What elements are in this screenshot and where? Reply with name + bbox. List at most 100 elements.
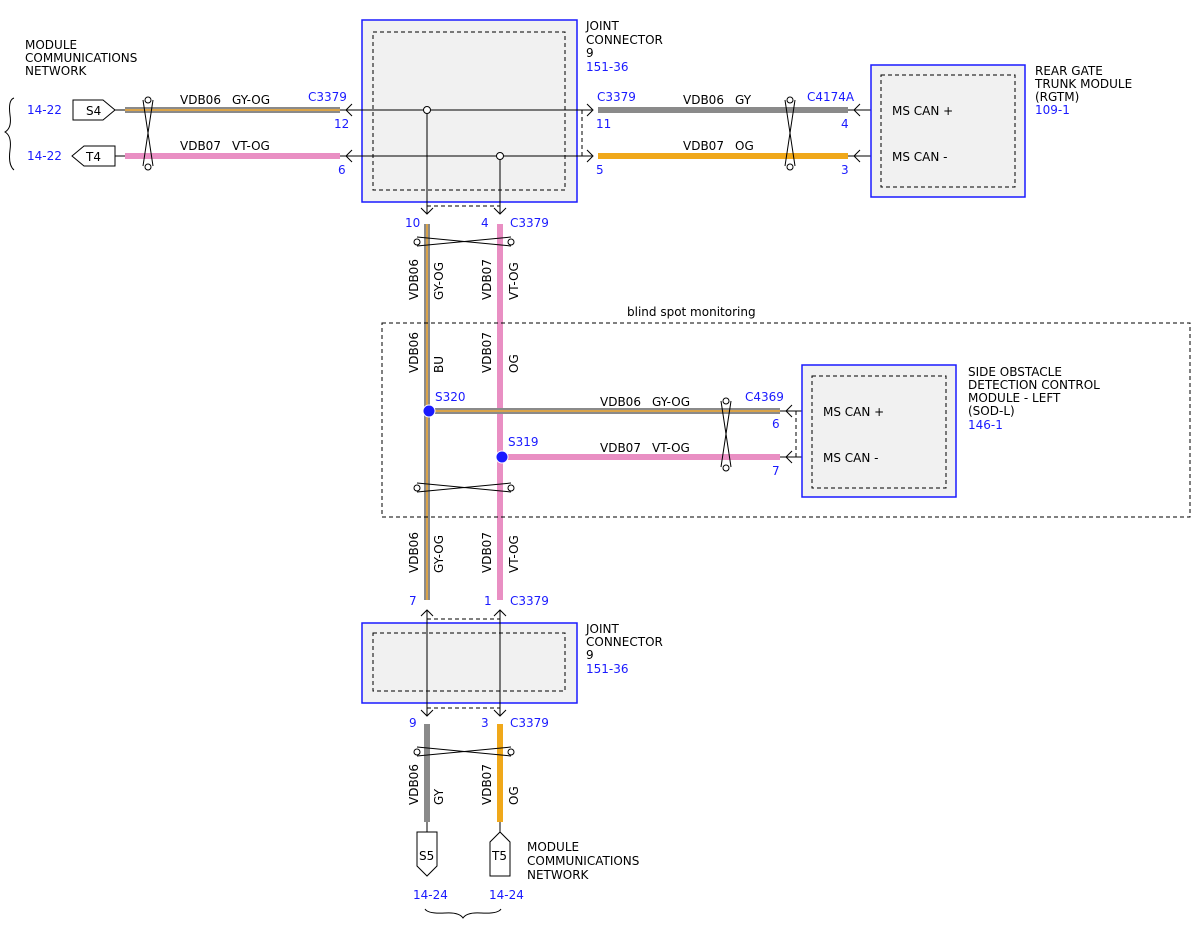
s4-label: S4 [86,104,101,118]
sod-pin-minus-label: MS CAN - [823,451,879,465]
wire-label-vdb06-v3: VDB06 [407,532,421,573]
jc-top-ref[interactable]: 151-36 [586,60,629,74]
jc-bottom-ref[interactable]: 151-36 [586,662,629,676]
mcn-bottom-line1: MODULE [527,840,579,854]
wire-label-vdb06-top-left: VDB06 [180,93,221,107]
rgtm-title-line1: REAR GATE [1035,64,1103,78]
twist-sod-knot-b [722,464,730,472]
wire-label-vdb07-sod: VDB07 [600,441,641,455]
connector-c3379-bottom[interactable]: C3379 [510,716,549,730]
pin-7[interactable]: 7 [409,594,417,608]
pin-3-rgtm[interactable]: 3 [841,163,849,177]
rgtm-title-line3: (RGTM) [1035,90,1079,104]
pin-4-rgtm[interactable]: 4 [841,117,849,131]
splice-s320-label[interactable]: S320 [435,390,466,404]
sod-title-line2: DETECTION CONTROL [968,378,1100,392]
rgtm-title-line2: TRUNK MODULE [1034,77,1132,91]
joint-connector-bottom-inner [372,632,566,692]
twist-bottom [416,746,512,757]
sod-ref[interactable]: 146-1 [968,418,1003,432]
connector-c3379-top-right[interactable]: C3379 [597,90,636,104]
wire-color-vt-og-sod: VT-OG [652,441,690,455]
rgtm-module[interactable] [870,64,1026,198]
twist-vertical-lower [416,482,512,493]
wire-color-vt-og-v3: VT-OG [507,535,521,573]
connector-c4369[interactable]: C4369 [745,390,784,404]
sod-title-line1: SIDE OBSTACLE [968,365,1062,379]
pin-7-sod[interactable]: 7 [772,464,780,478]
pin-6[interactable]: 6 [338,163,346,177]
wire-label-vdb07-v2: VDB07 [480,332,494,373]
wire-color-og-top-right: OG [735,139,754,153]
jc-top-node-vdb06 [423,106,431,114]
jc-top-line1: JOINT [585,19,620,33]
t5-label: T5 [491,849,507,863]
twist-top-right-knot-b [786,163,794,171]
ref-t5[interactable]: 14-24 [489,888,524,902]
wire-label-vdb07-v4: VDB07 [480,764,494,805]
jc-bottom-line3: 9 [586,648,594,662]
wire-label-vdb06-v2: VDB06 [407,332,421,373]
twist-vertical-lower-knot-a [413,484,421,492]
twist-vertical-upper [416,236,512,247]
twist-top-right [784,99,796,167]
sod-pin-plus-label: MS CAN + [823,405,884,419]
pin-6-sod[interactable]: 6 [772,417,780,431]
wire-color-bu-v2: BU [432,356,446,373]
sod-l-module[interactable] [801,364,957,498]
ref-t4[interactable]: 14-22 [27,149,62,163]
t4-tag[interactable] [71,145,116,167]
splice-s319[interactable] [495,450,509,464]
pin-12[interactable]: 12 [334,117,349,131]
joint-connector-bottom[interactable] [361,622,578,704]
twist-bottom-knot-b [507,748,515,756]
wire-color-gy-og-top-left: GY-OG [232,93,270,107]
s5-label: S5 [419,849,434,863]
sod-l-module-inner [811,375,947,489]
pin-3[interactable]: 3 [481,716,489,730]
pin-10[interactable]: 10 [405,216,420,230]
rgtm-ref[interactable]: 109-1 [1035,103,1070,117]
splice-s319-label[interactable]: S319 [508,435,539,449]
twist-top-left [142,99,154,167]
wire-label-vdb07-v1: VDB07 [480,259,494,300]
connector-c3379-top-left[interactable]: C3379 [308,90,347,104]
jc-top-node-vdb07 [496,152,504,160]
sod-title-line4: (SOD-L) [968,404,1015,418]
twist-vertical-lower-knot-b [507,484,515,492]
rgtm-module-inner [880,74,1016,188]
arrow-pin-10 [420,207,434,215]
wire-label-vdb06-v1: VDB06 [407,259,421,300]
jc-top-line3: 9 [586,46,594,60]
twist-top-left-knot-b [144,163,152,171]
pin-11[interactable]: 11 [596,117,611,131]
jc-bottom-line1: JOINT [585,622,620,636]
joint-connector-top[interactable] [361,19,578,203]
pin-4[interactable]: 4 [481,216,489,230]
splice-s320[interactable] [422,404,436,418]
wire-label-vdb07-top-left: VDB07 [180,139,221,153]
s5-tag[interactable] [416,831,438,877]
wire-label-vdb06-v4: VDB06 [407,764,421,805]
pin-5[interactable]: 5 [596,163,604,177]
twist-vertical-upper-knot-b [507,238,515,246]
wire-color-og-v2: OG [507,354,521,373]
connector-c3379-mid-bottom[interactable]: C3379 [510,594,549,608]
mcn-top-line2: COMMUNICATIONS [25,51,137,65]
pin-9[interactable]: 9 [409,716,417,730]
mcn-top-line1: MODULE [25,38,77,52]
arrow-pin-9 [420,709,434,717]
pin-1[interactable]: 1 [484,594,492,608]
ref-s5[interactable]: 14-24 [413,888,448,902]
wire-color-gy-top-right: GY [735,93,752,107]
connector-c4174a[interactable]: C4174A [807,90,855,104]
twist-top-left-knot-a [144,96,152,104]
mcn-bottom-line2: COMMUNICATIONS [527,854,639,868]
connector-c3379-mid-top[interactable]: C3379 [510,216,549,230]
twist-sod [720,400,732,468]
mcn-bottom-line3: NETWORK [527,868,590,882]
t5-tag[interactable] [489,831,511,877]
ref-s4[interactable]: 14-22 [27,103,62,117]
s4-tag[interactable] [72,99,116,121]
